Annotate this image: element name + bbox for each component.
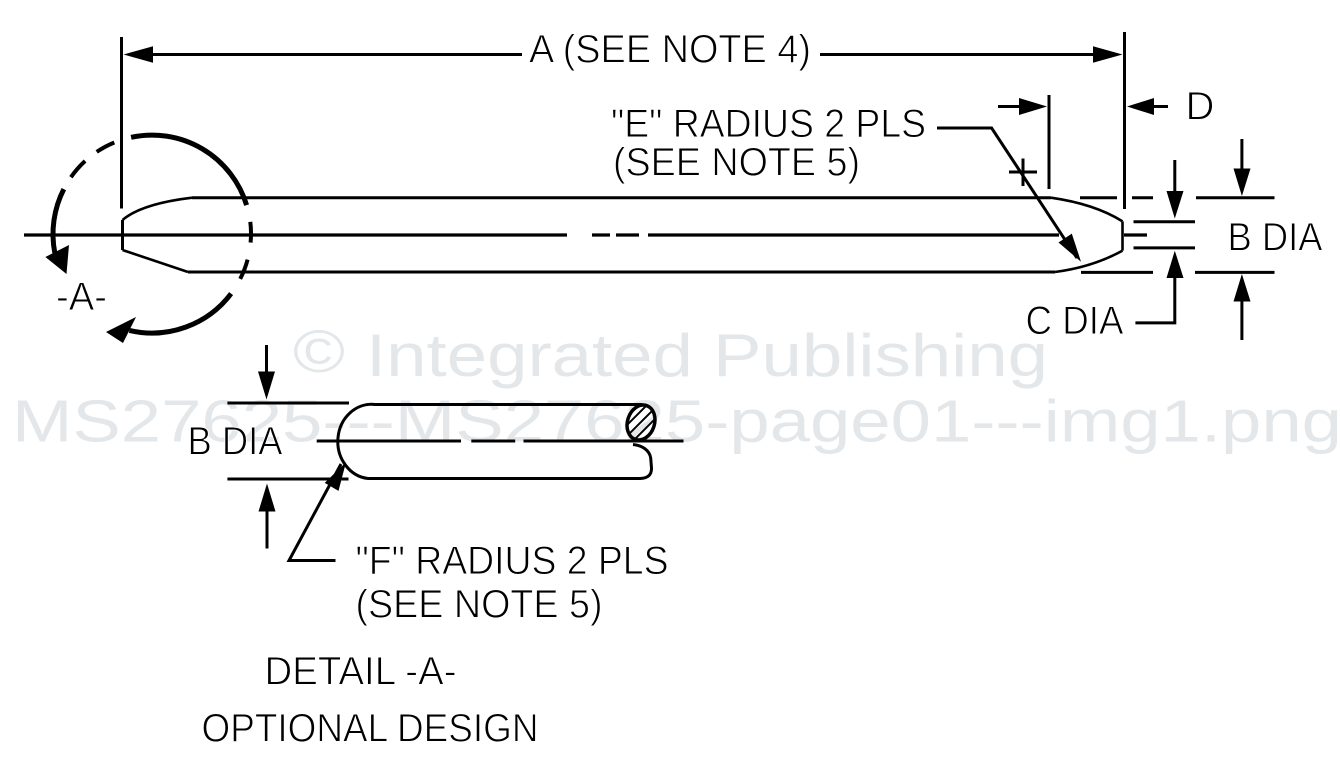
svg-text:D: D [1186, 85, 1215, 129]
svg-text:(SEE NOTE 5): (SEE NOTE 5) [356, 583, 603, 627]
svg-text:OPTIONAL DESIGN: OPTIONAL DESIGN [202, 707, 539, 751]
svg-text:©: © [293, 318, 345, 385]
svg-text:B DIA: B DIA [1228, 215, 1324, 259]
svg-text:(SEE NOTE 5): (SEE NOTE 5) [613, 140, 860, 184]
svg-text:"F" RADIUS 2 PLS: "F" RADIUS 2 PLS [356, 539, 669, 583]
svg-text:"E" RADIUS 2 PLS: "E" RADIUS 2 PLS [611, 102, 926, 146]
svg-text:MS27625---MS27625-page01---img: MS27625---MS27625-page01---img1.png [12, 389, 1340, 455]
svg-text:DETAIL -A-: DETAIL -A- [265, 650, 457, 694]
svg-text:C DIA: C DIA [1026, 299, 1125, 343]
svg-text:A (SEE NOTE 4): A (SEE NOTE 4) [529, 28, 811, 72]
svg-text:-A-: -A- [56, 275, 107, 319]
svg-text:Integrated Publishing: Integrated Publishing [366, 322, 1048, 389]
svg-text:B DIA: B DIA [188, 420, 284, 464]
